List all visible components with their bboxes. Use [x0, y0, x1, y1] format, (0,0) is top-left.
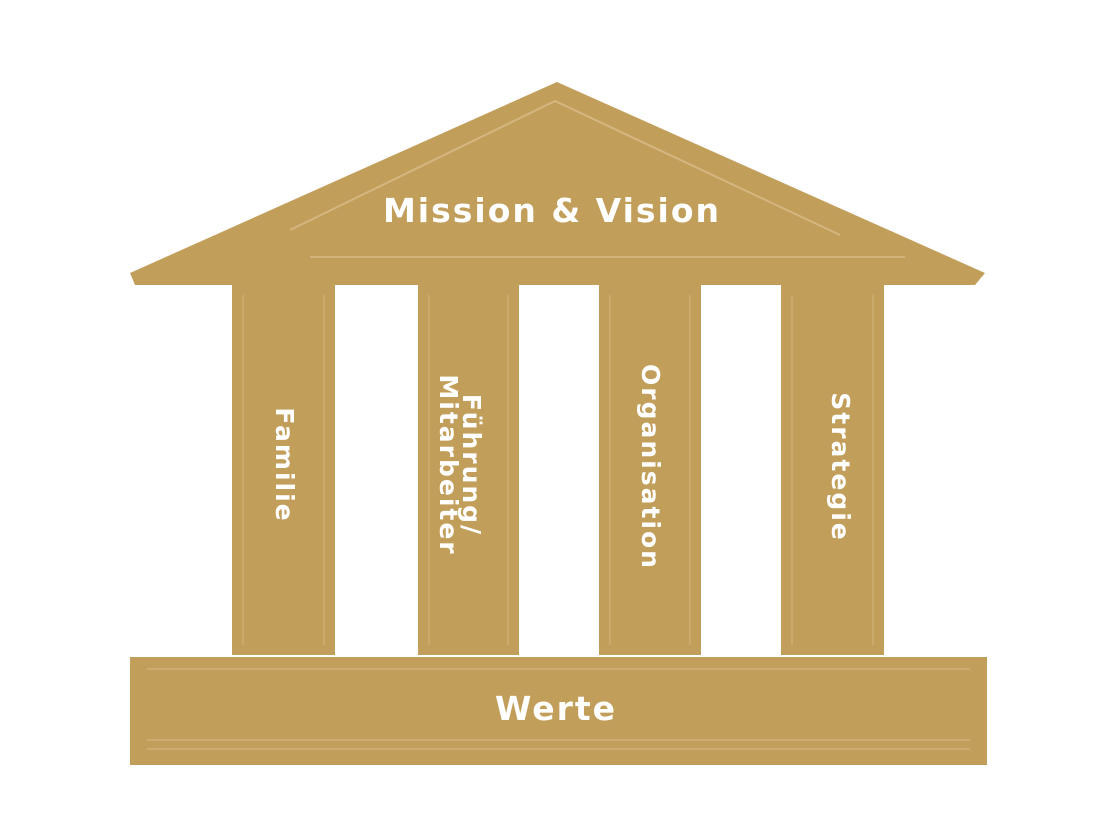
pillar-familie: Familie [232, 285, 335, 655]
roof-inner-line [289, 99, 841, 236]
pillar-label-line2: Mitarbeiter [434, 374, 463, 555]
pillar-strategie: Strategie [781, 285, 884, 655]
pillar-label: Familie [270, 407, 299, 522]
roof: Mission & Vision [130, 82, 985, 285]
pillar-organisation: Organisation [599, 285, 701, 655]
pillar-fuehrung-mitarbeiter: Führung/ Mitarbeiter [418, 285, 519, 655]
roof-label: Mission & Vision [383, 191, 721, 230]
base-label: Werte [495, 689, 617, 728]
base: Werte [130, 657, 987, 765]
pillar-label: Organisation [636, 364, 665, 570]
roof-shape [130, 82, 985, 285]
pillar-label: Strategie [826, 392, 855, 541]
base-shape [130, 657, 987, 765]
pillar-label-line1: Führung/ [457, 394, 486, 536]
